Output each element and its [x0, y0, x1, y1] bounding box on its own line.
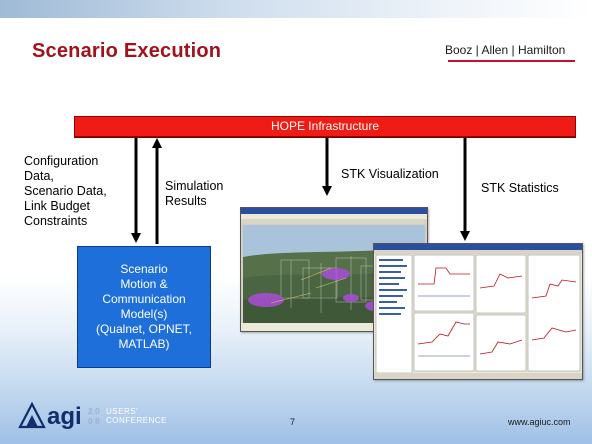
configuration-line-1: Configuration — [24, 154, 99, 168]
model-line-1: Scenario — [120, 262, 168, 276]
stk-visualization-label: STK Visualization — [341, 167, 439, 181]
configuration-line-3: Scenario Data, — [24, 184, 107, 198]
logo-wordmark: agi — [47, 403, 82, 429]
booz-allen-hamilton-logo: Booz | Allen | Hamilton — [445, 43, 566, 57]
configuration-line-5: Constraints — [24, 214, 88, 228]
configuration-line-4: Link Budget — [24, 199, 91, 213]
logo-year-digit-1: 2 — [88, 406, 93, 416]
simulation-line-2: Results — [165, 194, 207, 208]
scenario-model-box: Scenario Motion & Communication Model(s)… — [77, 246, 211, 368]
model-line-4: Model(s) — [120, 307, 168, 321]
conference-url: www.agiuc.com — [508, 417, 571, 427]
logo-year-digit-2: 0 — [95, 406, 100, 416]
stk-statistics-screenshot — [373, 243, 583, 380]
logo-year-digit-3: 0 — [88, 416, 93, 426]
simulation-results-label: Simulation Results — [165, 179, 223, 209]
configuration-line-2: Data, — [24, 169, 54, 183]
logo-tagline: USERS' CONFERENCE — [106, 407, 168, 425]
brand-underline — [448, 60, 575, 62]
simulation-line-1: Simulation — [165, 179, 224, 193]
configuration-label: Configuration Data, Scenario Data, Link … — [24, 154, 107, 229]
page-number: 7 — [290, 417, 296, 427]
logo-year-digit-4: 8 — [95, 416, 100, 426]
stk-statistics-label: STK Statistics — [481, 181, 559, 195]
model-line-3: Communication — [102, 292, 186, 306]
model-line-6: MATLAB) — [118, 337, 170, 351]
model-line-5: (Qualnet, OPNET, — [95, 322, 193, 336]
model-line-2: Motion & — [120, 277, 168, 291]
top-gradient-band — [0, 0, 592, 18]
slide-title: Scenario Execution — [32, 40, 222, 62]
hope-infrastructure-bar: HOPE Infrastructure — [74, 116, 576, 137]
agi-users-conference-logo: agi 2 0 0 8 USERS' CONFERENCE — [18, 401, 218, 434]
